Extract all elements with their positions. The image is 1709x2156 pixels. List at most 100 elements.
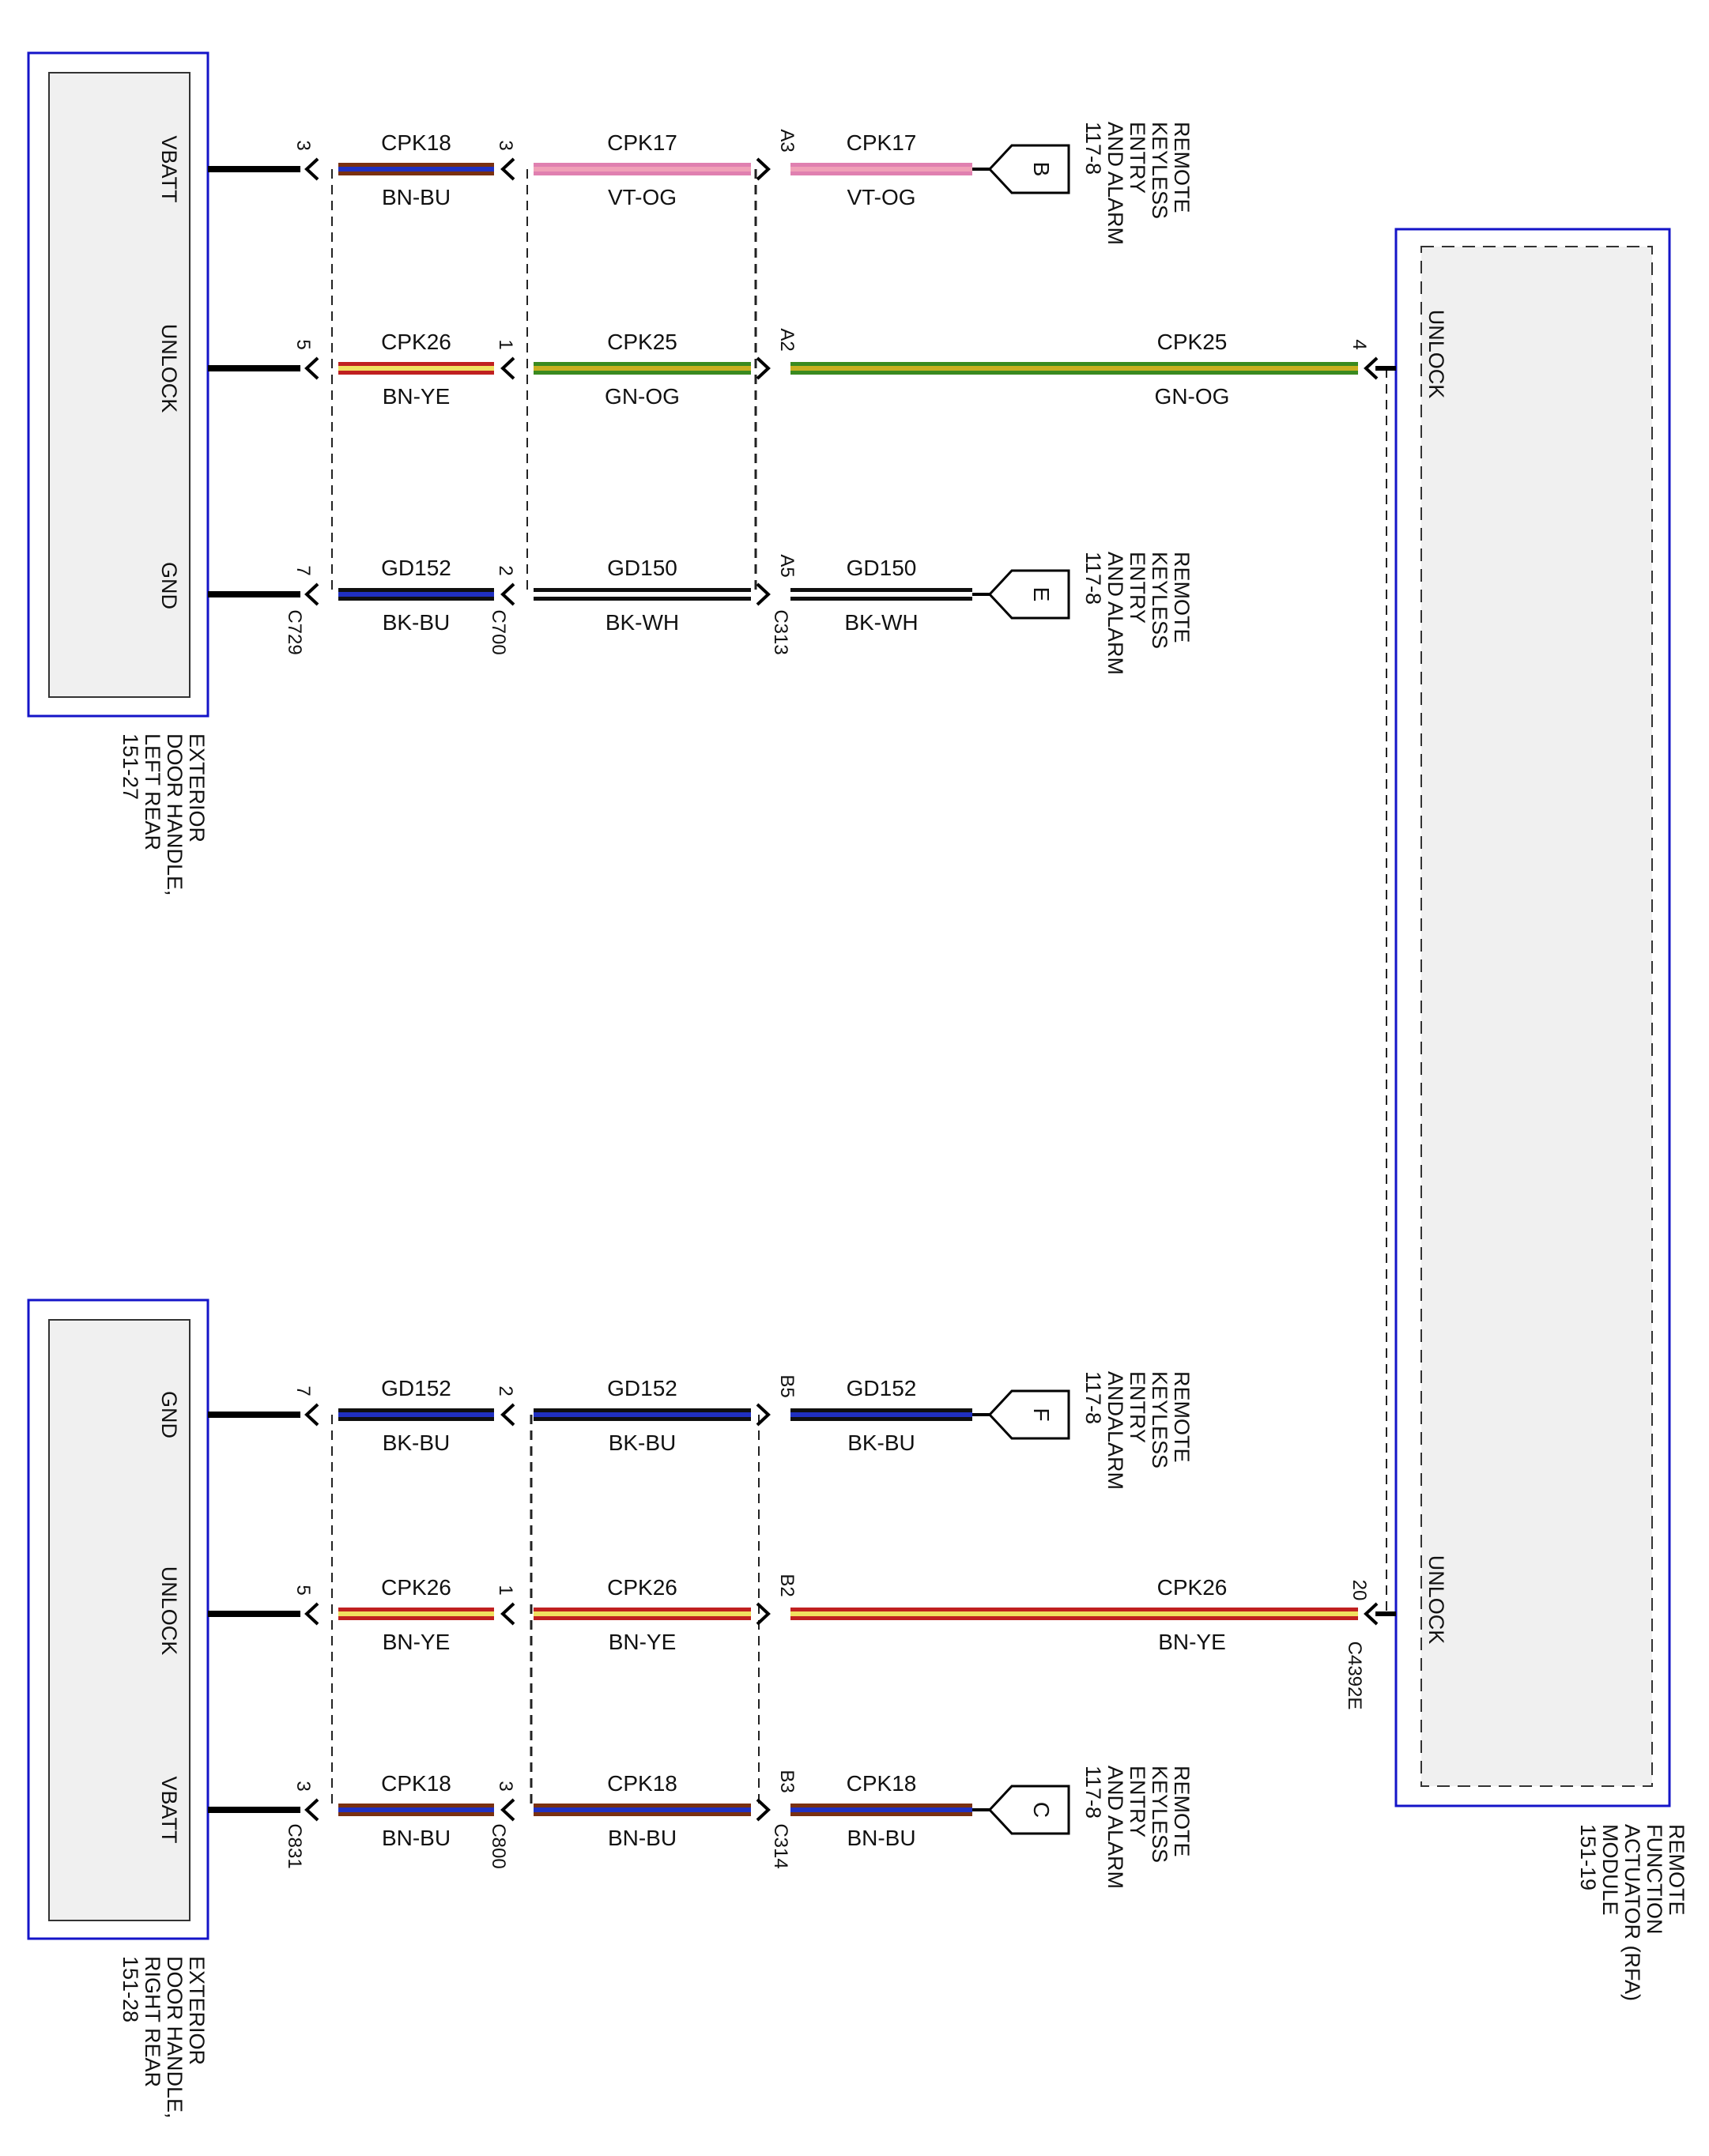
pin-number-module: 7 [292,1385,314,1396]
wire-segment-1 [338,362,494,375]
circuit-code-1: GD152 [381,1376,451,1400]
pin-number-module: 3 [292,1781,314,1791]
pin-number-inline-2: B3 [776,1770,798,1792]
svg-text:117-8: 117-8 [1081,552,1105,605]
svg-text:REMOTE: REMOTE [1170,1371,1194,1463]
wire-segment-1 [338,1804,494,1816]
rr-pin-gnd-label: GND [157,1391,181,1438]
wire-color-3: VT-OG [847,185,915,209]
connector-c314: C314 [770,1823,791,1868]
pin-number-inline-1: 3 [495,140,516,150]
pin-number-inline-2: B2 [776,1574,798,1596]
circuit-code-2: GD150 [607,556,677,580]
wire-color-2: BN-YE [609,1630,677,1654]
destination-connector-e: E [987,569,1070,620]
rr-pin-vbatt-label: VBATT [157,1776,181,1843]
svg-text:EXTERIOR: EXTERIOR [185,1956,209,2065]
arrow-inline-1 [500,157,515,181]
rr-module-title: EXTERIOR DOOR HANDLE, RIGHT REAR 151-28 [119,1956,209,2119]
svg-text:EXTERIOR: EXTERIOR [185,733,209,842]
circuit-code-1: CPK26 [381,330,451,354]
wire-segment-2 [534,1804,751,1816]
wire-color-2: BN-BU [608,1826,677,1850]
circuit-code-3: CPK17 [847,130,917,155]
wire-segment-3 [790,1804,972,1816]
destination-connector-c: C [987,1785,1070,1835]
connector-c729: C729 [284,609,305,654]
circuit-code-2: CPK18 [607,1771,677,1796]
circuit-code-3: CPK26 [1157,1575,1228,1600]
arrow-inline-1 [500,356,515,380]
circuit-code-1: CPK26 [381,1575,451,1600]
svg-text:ENTRY: ENTRY [1126,122,1149,194]
arrow-module-side [304,1798,319,1822]
connector-dash-lines [331,169,1387,1810]
wire-color-1: BN-BU [382,185,451,209]
destination-stub [972,1413,990,1416]
wire-color-1: BN-BU [382,1826,451,1850]
pin-number-module: 5 [292,1585,314,1595]
lr-pin-unlock-label: UNLOCK [157,324,181,413]
arrow-inline-2 [756,1798,771,1822]
module-stub-wire [208,591,300,597]
wire-color-1: BN-YE [383,384,451,409]
wire-segment-3 [790,163,972,175]
wire-color-1: BK-BU [383,1430,451,1455]
svg-text:REMOTE: REMOTE [1665,1824,1688,1916]
svg-text:117-8: 117-8 [1081,122,1105,175]
arrow-rfa-side [1364,356,1379,380]
destination-stub [972,593,990,596]
arrow-rfa-side [1364,1602,1379,1626]
wire-segment-1 [338,1408,494,1421]
svg-text:KEYLESS: KEYLESS [1148,1371,1171,1468]
wire-segment-2 [534,163,751,175]
wire-color-1: BN-YE [383,1630,451,1654]
svg-text:REMOTE: REMOTE [1170,122,1194,213]
destination-stub [972,168,990,171]
rfa-module-title: REMOTE FUNCTION ACTUATOR (RFA) MODULE 15… [1576,1824,1688,2001]
svg-text:MODULE: MODULE [1598,1824,1622,1916]
svg-text:AND ALARM: AND ALARM [1103,552,1127,675]
svg-text:151-19: 151-19 [1576,1824,1600,1890]
wire-segment-1 [338,163,494,175]
svg-text:ACTUATOR (RFA): ACTUATOR (RFA) [1620,1824,1644,2001]
wire-segment-1 [338,1608,494,1620]
svg-text:KEYLESS: KEYLESS [1148,122,1171,219]
connector-c800: C800 [488,1823,509,1868]
svg-text:151-27: 151-27 [119,733,142,800]
module-stub-wire [208,1611,300,1617]
svg-text:DOOR HANDLE,: DOOR HANDLE, [163,733,187,896]
svg-text:ENTRY: ENTRY [1126,552,1149,624]
module-rfa: UNLOCK UNLOCK REMOTE FUNCTION ACTUATOR (… [1394,228,1688,2001]
wire-segment-1 [338,588,494,601]
destination-connector-e-letter: E [1029,587,1054,602]
destination-connector-f: F [987,1389,1070,1440]
circuit-code-1: CPK18 [381,1771,451,1796]
svg-text:KEYLESS: KEYLESS [1148,552,1171,649]
rfa-pin-unlock-label-1: UNLOCK [1424,310,1448,399]
svg-text:AND ALARM: AND ALARM [1103,1766,1127,1889]
pin-number-inline-2: A3 [776,129,798,152]
connector-names: C729 C700 C313 C831 C800 C314 C4392E [284,609,1365,1868]
svg-text:151-28: 151-28 [119,1956,142,2022]
svg-text:DOOR HANDLE,: DOOR HANDLE, [163,1956,187,2119]
wire-color-3: GN-OG [1155,384,1230,409]
wire-color-3: BK-WH [844,610,918,635]
circuit-code-3: CPK18 [847,1771,917,1796]
rfa-stub-wire [1375,366,1396,371]
arrow-module-side [304,157,319,181]
arrow-inline-2 [756,356,771,380]
circuit-code-3: GD152 [847,1376,917,1400]
pin-number-inline-2: A5 [776,554,798,577]
wire-color-2: BK-BU [609,1430,677,1455]
rfa-stub-wire [1375,1611,1396,1616]
module-stub-wire [208,166,300,172]
wire-segment-2 [534,1408,751,1421]
destination-text-f: REMOTE KEYLESS ENTRY ANDALARM 117-8 [1081,1371,1194,1490]
svg-text:AND ALARM: AND ALARM [1103,122,1127,245]
arrow-inline-1 [500,582,515,606]
